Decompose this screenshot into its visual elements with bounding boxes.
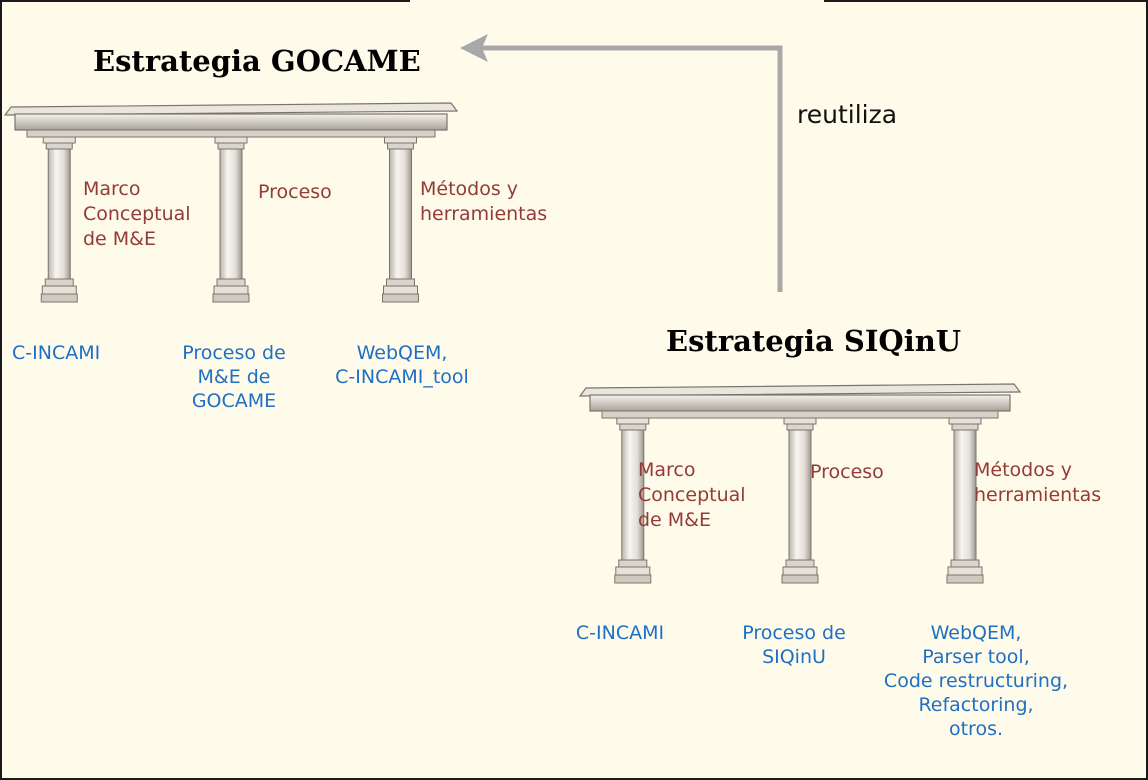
frame-top-border-right bbox=[824, 0, 1148, 2]
column-2 bbox=[212, 136, 250, 303]
gocame-pillar-label-process: Proceso bbox=[258, 181, 332, 203]
column-1 bbox=[614, 417, 652, 584]
reuse-label: reutiliza bbox=[797, 100, 898, 129]
siqinu-pillar-label-framework: Marco Conceptual de M&E bbox=[638, 459, 746, 531]
siqinu-instance-process: Proceso de SIQinU bbox=[742, 622, 846, 668]
entablature bbox=[578, 383, 1022, 419]
siqinu-instance-framework: C-INCAMI bbox=[575, 622, 665, 644]
siqinu-pillar-label-methods: Métodos y herramientas bbox=[974, 459, 1102, 506]
gocame-instance-framework: C-INCAMI bbox=[12, 342, 101, 364]
siqinu-pillar-label-process: Proceso bbox=[810, 461, 884, 483]
entablature bbox=[3, 102, 459, 138]
gocame-pillar-label-methods: Métodos y herramientas bbox=[420, 178, 548, 225]
gocame-title: Estrategia GOCAME bbox=[93, 44, 421, 78]
frame-top-border-left bbox=[2, 0, 410, 2]
siqinu-instance-methods: WebQEM, Parser tool, Code restructuring,… bbox=[883, 622, 1069, 740]
gocame-temple-graphic bbox=[3, 102, 459, 303]
siqinu-title: Estrategia SIQinU bbox=[666, 324, 962, 358]
siqinu-temple-graphic bbox=[578, 383, 1022, 584]
column-3 bbox=[382, 136, 419, 303]
column-3 bbox=[946, 417, 984, 584]
column-2 bbox=[781, 417, 819, 584]
gocame-instance-methods: WebQEM, C-INCAMI_tool bbox=[335, 342, 469, 388]
gocame-instance-process: Proceso de M&E de GOCAME bbox=[182, 342, 286, 412]
column-1 bbox=[40, 136, 78, 303]
gocame-pillar-label-framework: Marco Conceptual de M&E bbox=[83, 178, 191, 250]
